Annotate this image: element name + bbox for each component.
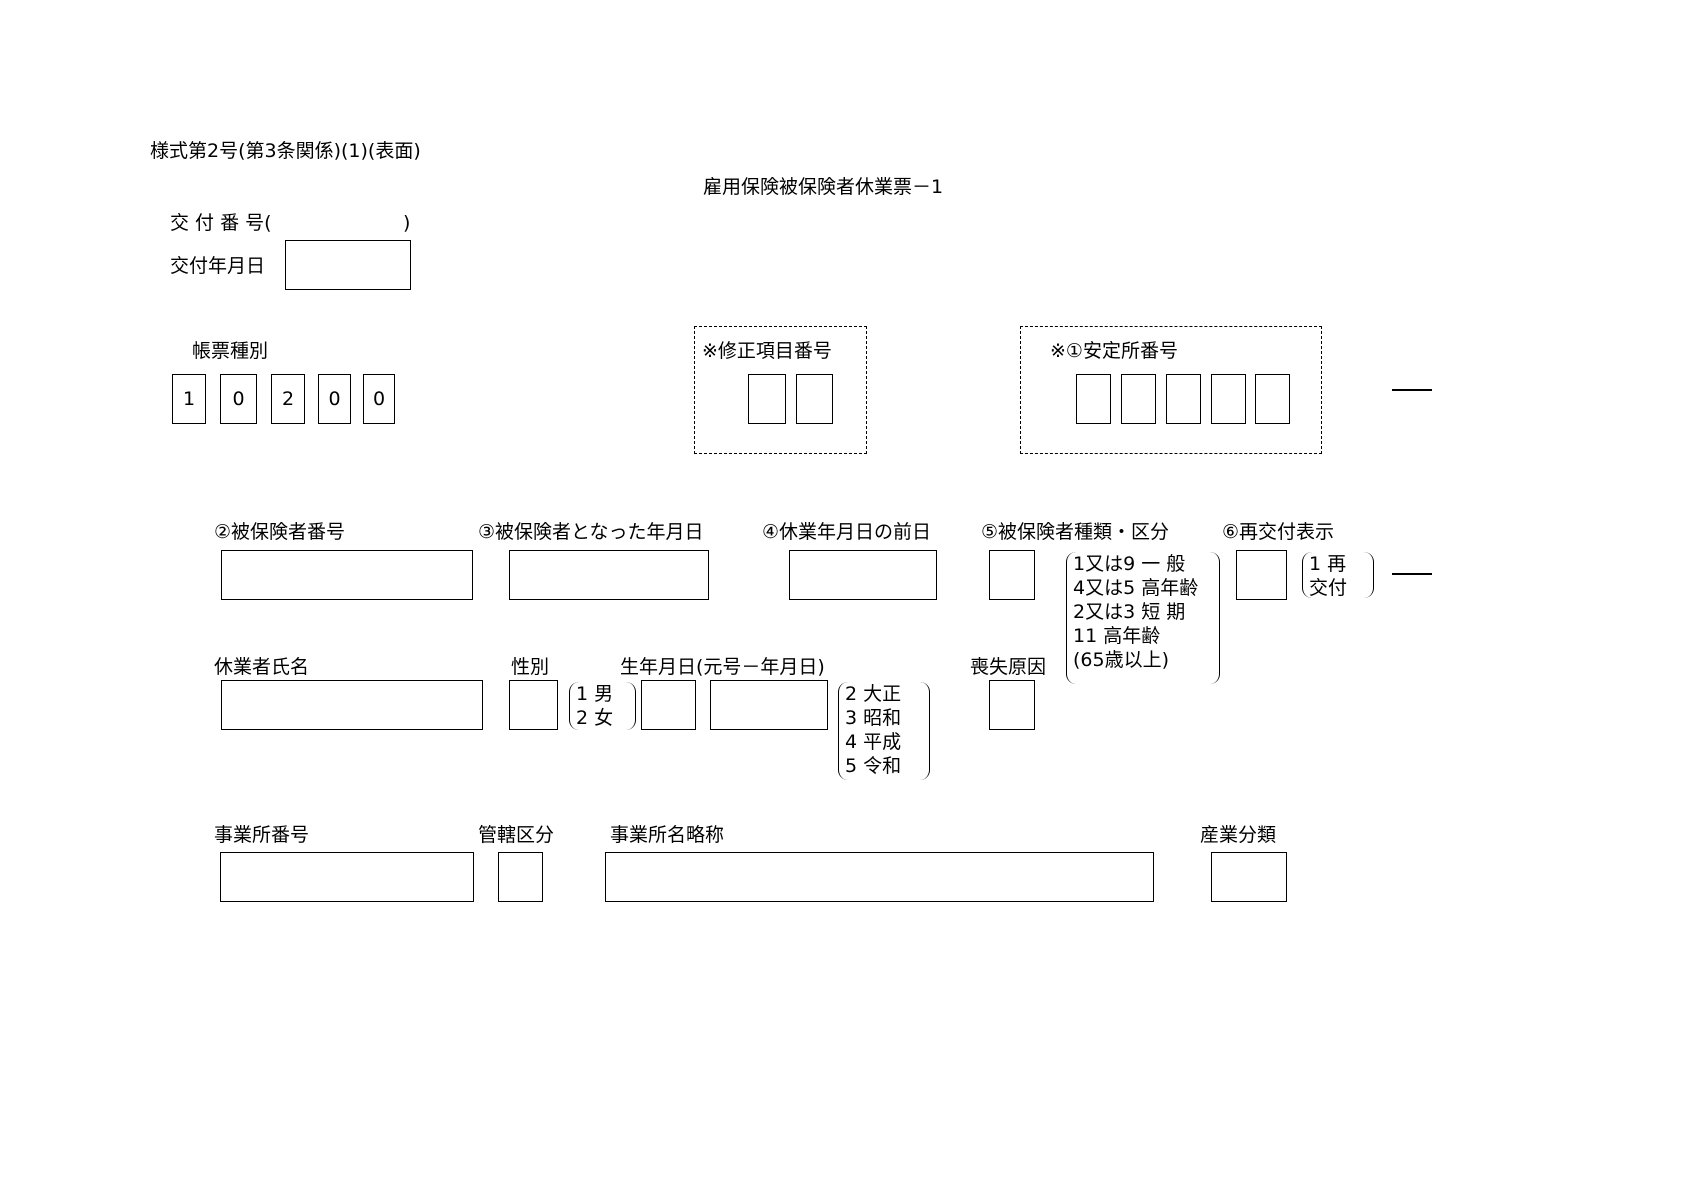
sex-option: 2 女 [576,707,614,729]
reissue-field[interactable] [1236,550,1287,600]
era-option: 4 平成 [845,731,902,753]
insured-type-label: ⑤被保険者種類・区分 [981,521,1170,543]
form-type-digit: 0 [363,374,395,424]
office-number-field[interactable] [1076,374,1111,424]
industry-field[interactable] [1211,852,1287,902]
birth-date-field[interactable] [710,680,828,730]
insured-type-option: 1又は9 一 般 [1073,553,1186,575]
form-type-digit: 1 [172,374,206,424]
correction-field[interactable] [748,374,786,424]
separator-dash [1392,389,1432,391]
office-number-field-2[interactable] [220,852,474,902]
office-number-label: ※①安定所番号 [1050,340,1178,362]
era-option: 2 大正 [845,683,902,705]
jurisdiction-label: 管轄区分 [478,824,555,846]
form-type-digit: 2 [271,374,305,424]
office-number-field[interactable] [1166,374,1201,424]
form-type-label: 帳票種別 [192,340,269,362]
issue-number-label: 交 付 番 号( [170,212,272,234]
issue-number-close: ) [403,212,411,234]
form-reference: 様式第2号(第3条関係)(1)(表面) [150,140,421,162]
became-insured-date-label: ③被保険者となった年月日 [478,521,704,543]
issue-date-field[interactable] [285,240,411,290]
office-number-field[interactable] [1255,374,1290,424]
correction-label: ※修正項目番号 [702,340,832,362]
era-options: 2 大正 3 昭和 4 平成 5 令和 [838,682,930,780]
separator-dash [1392,573,1432,575]
office-number-field[interactable] [1211,374,1246,424]
form-type-digit: 0 [318,374,351,424]
birth-date-label: 生年月日(元号－年月日) [620,656,825,678]
loss-reason-field[interactable] [989,680,1035,730]
insured-type-field[interactable] [989,550,1035,600]
jurisdiction-field[interactable] [498,852,543,902]
became-insured-date-field[interactable] [509,550,709,600]
insured-number-label: ②被保険者番号 [214,521,346,543]
leave-prev-day-label: ④休業年月日の前日 [762,521,932,543]
reissue-option: 交付 [1309,577,1348,599]
insured-type-option: (65歳以上) [1073,649,1170,671]
leave-prev-day-field[interactable] [789,550,937,600]
office-name-label: 事業所名略称 [610,824,725,846]
sex-option: 1 男 [576,683,614,705]
insured-type-option: 4又は5 高年齢 [1073,577,1199,599]
form-title: 雇用保険被保険者休業票－1 [703,176,944,198]
form-type-digit: 0 [220,374,257,424]
employee-name-field[interactable] [221,680,483,730]
issue-date-label: 交付年月日 [170,255,266,277]
era-option: 3 昭和 [845,707,902,729]
correction-group [694,326,867,454]
reissue-option: 1 再 [1309,553,1347,575]
sex-field[interactable] [509,680,558,730]
sex-label: 性別 [511,656,550,678]
insured-type-option: 11 高年齢 [1073,625,1161,647]
office-number-field[interactable] [1121,374,1156,424]
correction-field[interactable] [796,374,833,424]
insured-type-options: 1又は9 一 般 4又は5 高年齢 2又は3 短 期 11 高年齢 (65歳以上… [1066,552,1220,684]
insured-number-field[interactable] [221,550,473,600]
sex-options: 1 男 2 女 [569,682,636,730]
employee-name-label: 休業者氏名 [214,656,310,678]
office-name-field[interactable] [605,852,1154,902]
era-option: 5 令和 [845,755,902,777]
industry-label: 産業分類 [1200,824,1277,846]
insured-type-option: 2又は3 短 期 [1073,601,1186,623]
birth-era-field[interactable] [641,680,696,730]
office-number-group [1020,326,1322,454]
reissue-label: ⑥再交付表示 [1222,521,1335,543]
loss-reason-label: 喪失原因 [970,656,1047,678]
reissue-options: 1 再 交付 [1302,552,1374,599]
office-number-label-2: 事業所番号 [214,824,310,846]
